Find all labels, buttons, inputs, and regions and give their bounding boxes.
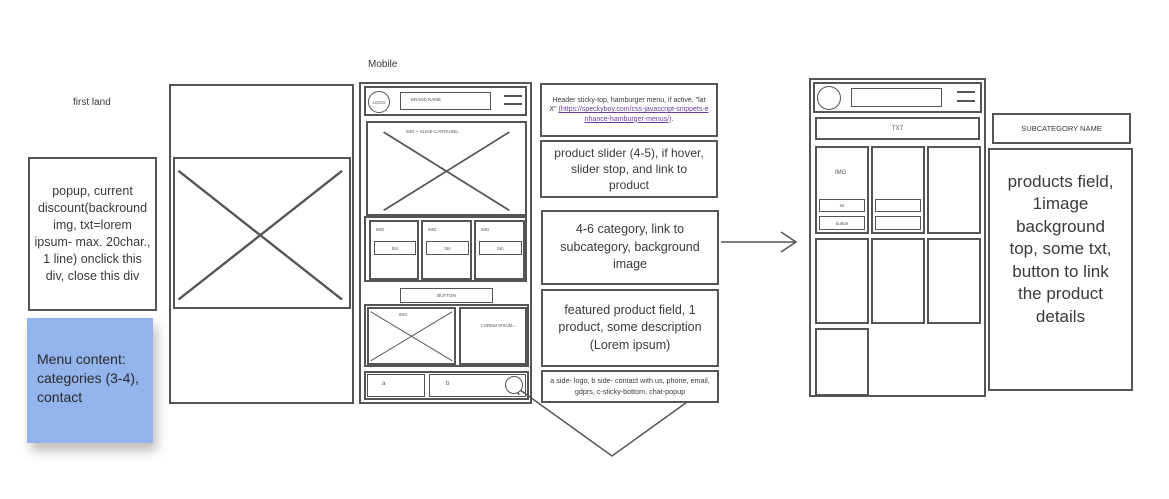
category-card-3[interactable]: IMG btn [474, 220, 525, 280]
subcategory-search-box[interactable] [851, 88, 942, 107]
mobile-frame [359, 82, 532, 404]
product-card-2-button[interactable] [875, 216, 921, 230]
featured-note-text: featured product field, 1 product, some … [558, 302, 702, 352]
product-card-2[interactable] [871, 146, 925, 234]
category-card-3-button[interactable]: btn [479, 241, 522, 255]
slider-note-text: product slider (4-5), if hover, slider s… [554, 145, 704, 193]
product-card-1-button[interactable]: button [819, 216, 865, 230]
category-card-2-button[interactable]: btn [426, 241, 469, 255]
slider-label: IMG + SLIDE-CAROUSEL [406, 129, 459, 134]
header-note-text: Header sticky-top, hamburger menu, if ac… [549, 96, 706, 114]
featured-row [364, 304, 529, 367]
category-note-text: 4-6 category, link to subcategory, backg… [560, 222, 700, 272]
popup-note-text: popup, current discount(backround img, t… [34, 184, 151, 283]
hamburger-icon[interactable] [504, 95, 522, 107]
header-note: Header sticky-top, hamburger menu, if ac… [540, 83, 718, 137]
subcategory-frame [809, 78, 986, 397]
brand-name-box: BRAND NAME [400, 92, 491, 110]
mobile-header [364, 86, 527, 116]
chat-bubble-icon[interactable] [505, 376, 523, 394]
mobile-label: Mobile [368, 59, 398, 70]
featured-image-label: IMG [399, 312, 408, 317]
category-card-3-button-label: btn [497, 245, 504, 251]
slider-note: product slider (4-5), if hover, slider s… [540, 140, 718, 198]
menu-sticky-note: Menu content: categories (3-4), contact [27, 318, 153, 443]
product-card-5[interactable] [871, 238, 925, 324]
product-card-6[interactable] [927, 238, 981, 324]
product-card-1-text: txt [819, 199, 865, 212]
first-land-frame [169, 84, 354, 404]
category-card-2-button-label: btn [444, 245, 451, 251]
footer-note-text: a side- logo, b side- contact with us, p… [550, 376, 710, 396]
product-card-2-text [875, 199, 921, 212]
category-card-1-img: IMG [376, 227, 385, 232]
category-card-2[interactable]: IMG btn [421, 220, 472, 280]
subcategory-header [813, 82, 982, 113]
category-card-1-button-label: btn [391, 245, 399, 251]
footer-b-text: b [446, 381, 450, 387]
product-card-3[interactable] [927, 146, 981, 234]
subcategory-logo-circle [817, 86, 841, 110]
subcategory-name-text: SUBCATEGORY NAME [1021, 124, 1102, 133]
featured-text: LOREM IPSUM... [481, 323, 517, 328]
products-field-text: products field, 1image background top, s… [1007, 171, 1114, 326]
category-card-2-img: IMG [428, 227, 437, 232]
category-card-1-button[interactable]: btn [374, 241, 416, 255]
featured-button[interactable]: BUTTON [400, 288, 493, 303]
menu-sticky-text: Menu content: categories (3-4), contact [37, 351, 139, 405]
subcategory-title-bar: TXT [815, 117, 980, 140]
subcategory-hamburger-icon[interactable] [957, 91, 975, 103]
logo-text: LOGO [372, 99, 386, 105]
featured-text-box: LOREM IPSUM... [459, 307, 527, 365]
product-card-1-img: IMG [835, 170, 847, 176]
featured-note: featured product field, 1 product, some … [541, 289, 719, 367]
slider-placeholder: IMG + SLIDE-CAROUSEL [366, 121, 527, 216]
category-note: 4-6 category, link to subcategory, backg… [541, 210, 719, 285]
products-field-note: products field, 1image background top, s… [988, 148, 1133, 391]
subcategory-name-note: SUBCATEGORY NAME [992, 113, 1131, 144]
brand-name-text: BRAND NAME [411, 97, 442, 102]
category-card-1[interactable]: IMG btn [369, 220, 419, 280]
footer-a-box: a [367, 374, 425, 397]
footer-b-box: b [429, 374, 526, 397]
product-card-4[interactable] [815, 238, 869, 324]
category-row [364, 216, 527, 282]
footer-note: a side- logo, b side- contact with us, p… [541, 370, 719, 403]
logo-circle: LOGO [368, 91, 390, 113]
first-land-image-placeholder [173, 157, 351, 309]
category-card-3-img: IMG [481, 227, 490, 232]
product-card-7[interactable] [815, 328, 869, 396]
product-card-1[interactable]: IMG txt button [815, 146, 869, 234]
featured-image-placeholder: IMG [367, 307, 456, 365]
mobile-footer [364, 371, 529, 400]
featured-button-label: BUTTON [437, 293, 456, 298]
first-land-label: first land [73, 97, 111, 108]
product-card-1-text-label: txt [839, 203, 845, 208]
header-note-link[interactable]: (https://speckyboy.com/css-javascript-sn… [558, 106, 709, 123]
footer-a-text: a [382, 381, 386, 387]
subcategory-title-text: TXT [891, 125, 904, 132]
header-note-end: . [671, 115, 674, 123]
popup-note: popup, current discount(backround img, t… [28, 157, 157, 311]
product-card-1-button-label: button [835, 220, 849, 226]
